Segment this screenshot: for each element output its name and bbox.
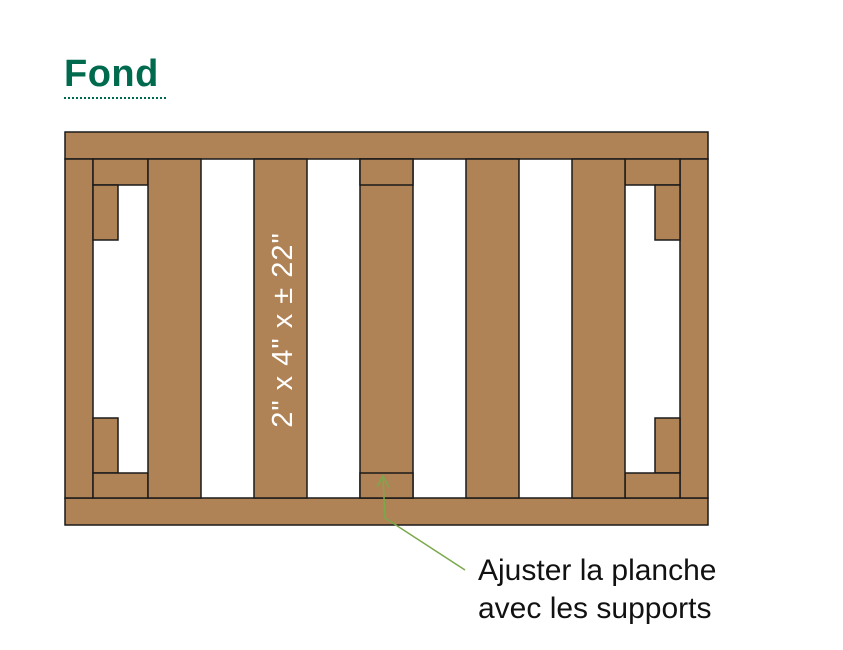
slat-center-bottom-support <box>359 472 414 499</box>
slat-2 <box>253 158 308 499</box>
slat-5 <box>571 158 626 499</box>
slat-center-top-support <box>359 158 414 186</box>
left-bottom-block <box>92 417 119 474</box>
callout-line-1: Ajuster la planche <box>478 554 717 587</box>
callout-line-2: avec les supports <box>478 592 712 625</box>
callout-leader <box>376 474 466 571</box>
right-top-block <box>654 184 681 241</box>
bottom-rail <box>64 497 709 526</box>
left-top-support <box>92 158 149 186</box>
right-post <box>679 158 709 499</box>
slat-center <box>359 158 414 499</box>
dimension-label: 2" x 4" x ± 22" <box>267 232 299 428</box>
right-bottom-support <box>624 472 681 499</box>
top-rail <box>64 131 709 160</box>
left-post <box>64 158 94 499</box>
right-bottom-block <box>654 417 681 474</box>
left-top-block <box>92 184 119 241</box>
title-underline <box>64 97 166 99</box>
slat-1 <box>147 158 202 499</box>
right-top-support <box>624 158 681 186</box>
slat-4 <box>465 158 520 499</box>
left-bottom-support <box>92 472 149 499</box>
page-title: Fond <box>64 53 159 95</box>
